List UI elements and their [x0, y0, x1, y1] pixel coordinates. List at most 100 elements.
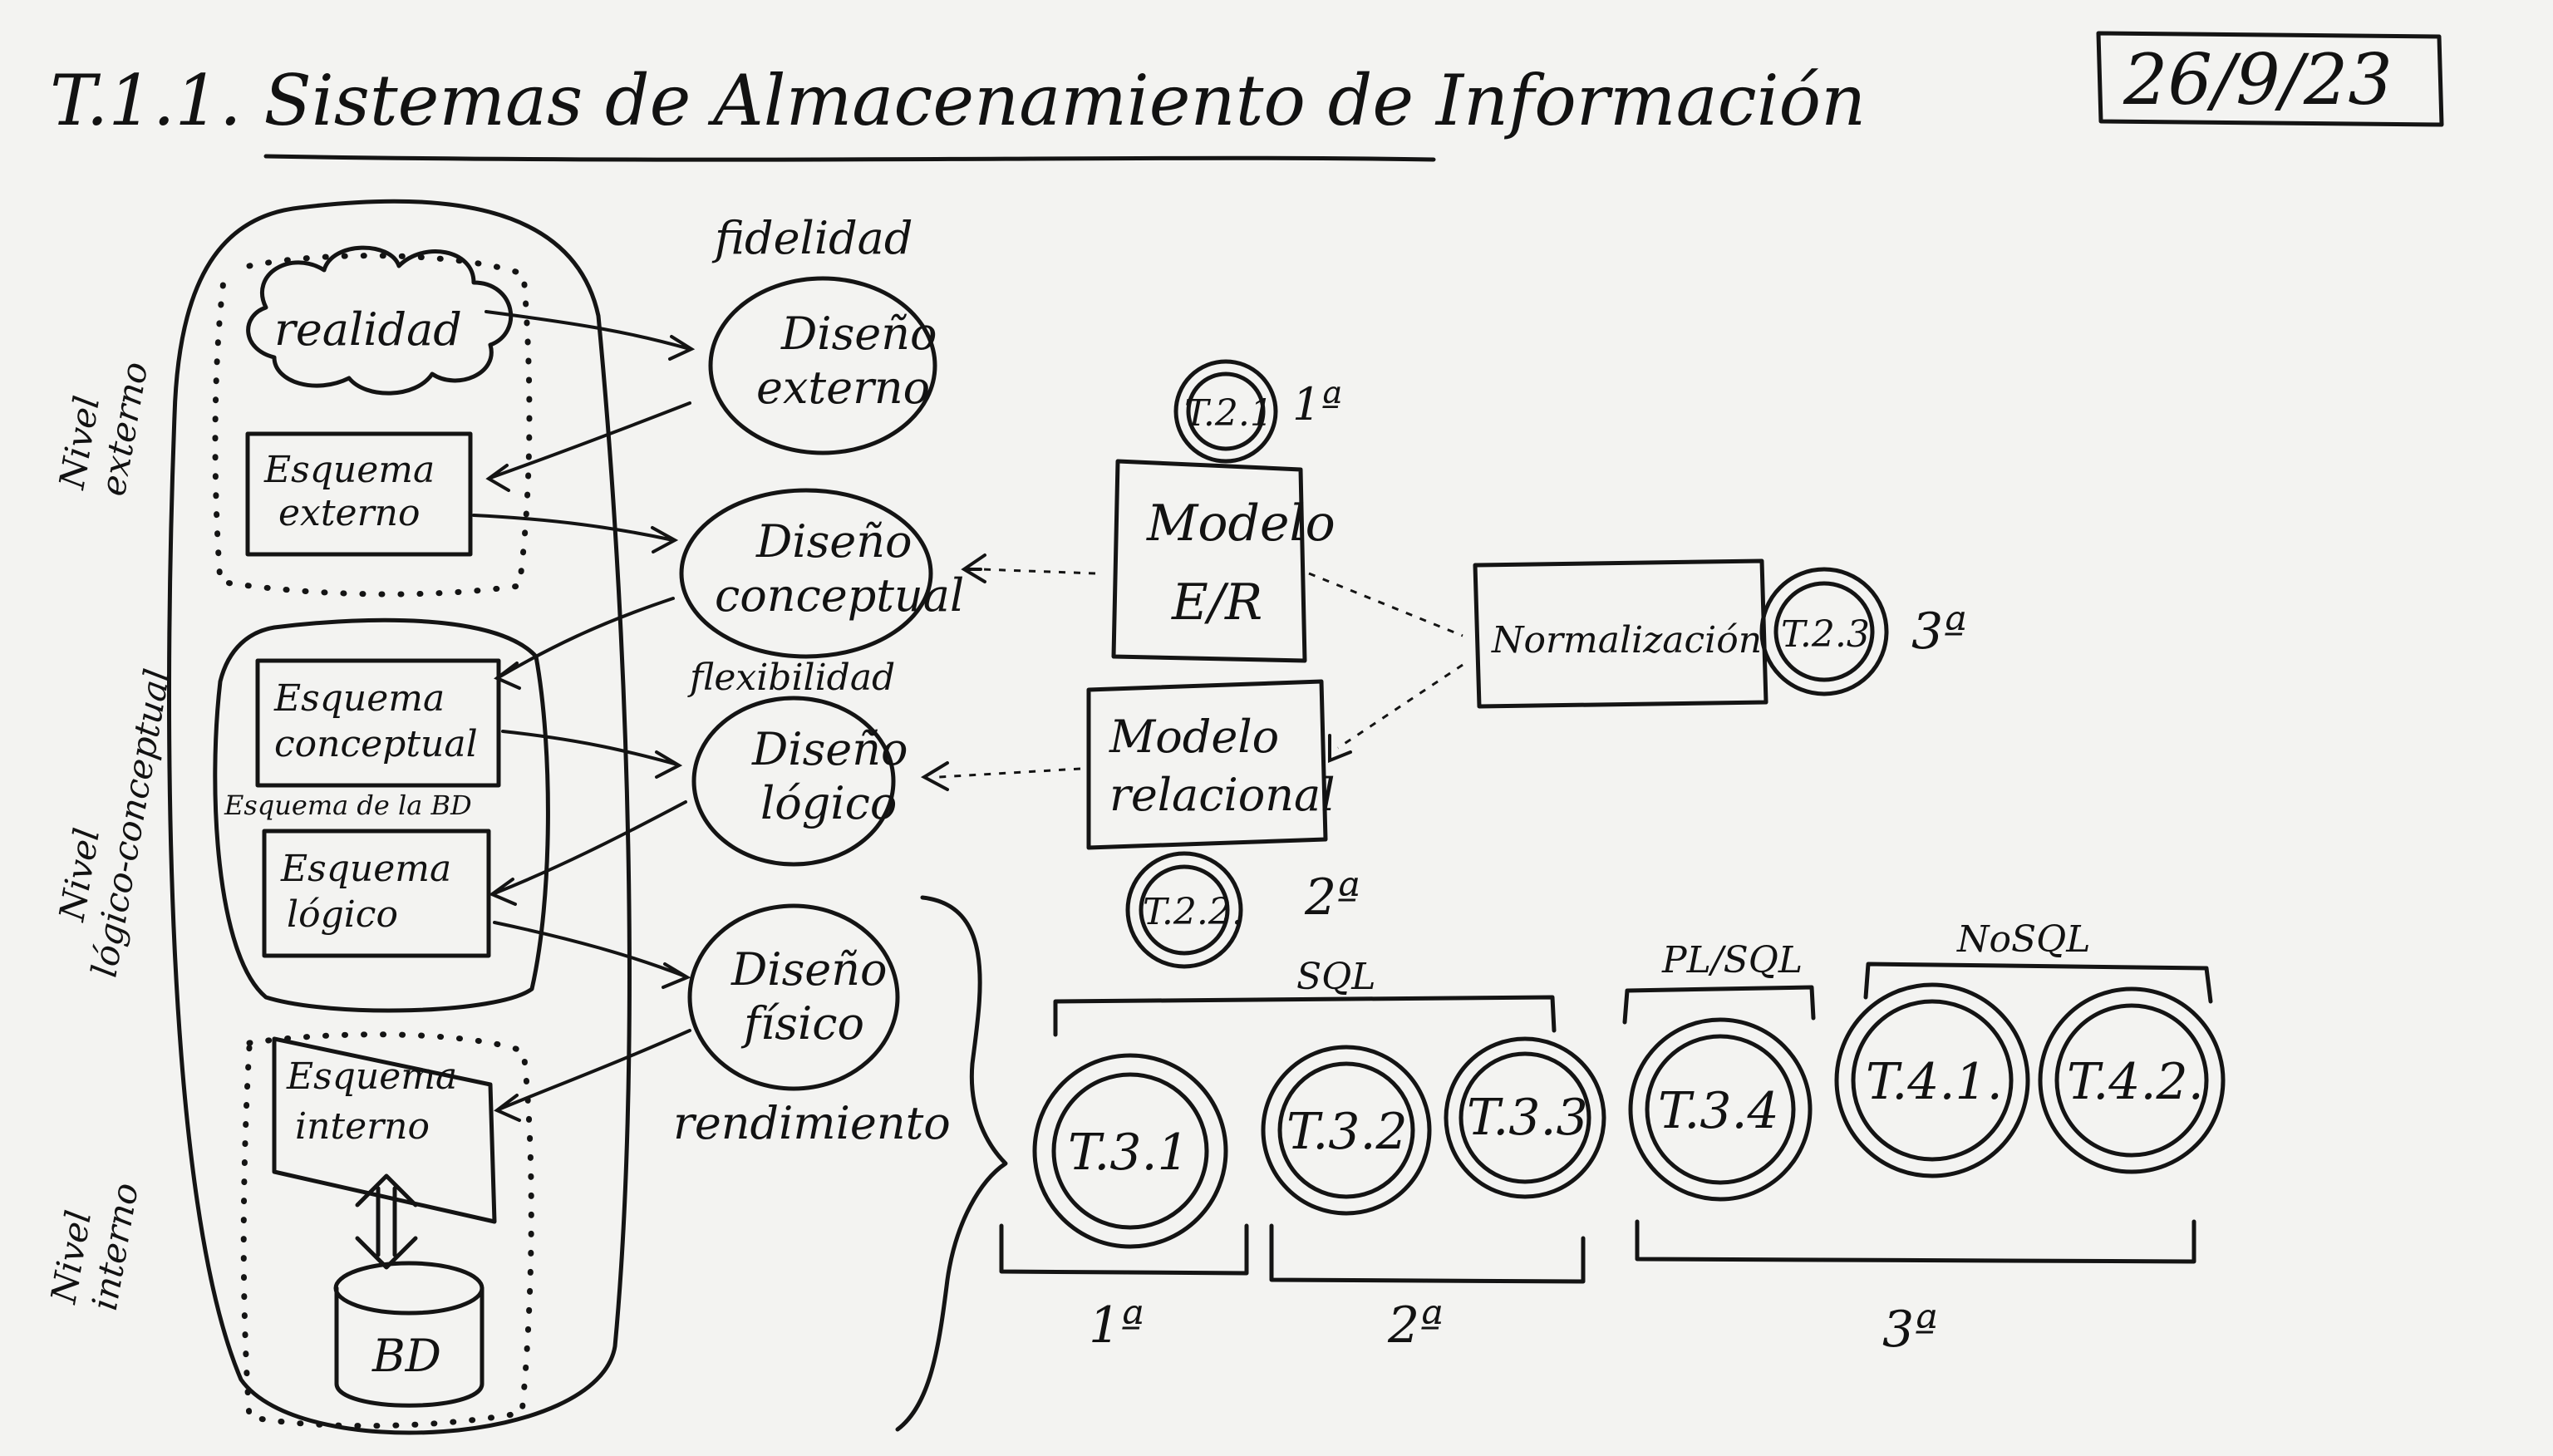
unit-circle-inner-3 [1459, 1051, 1591, 1184]
unit-circle-outer-2 [1261, 1045, 1432, 1216]
unit-circle-outer-3 [1444, 1036, 1606, 1199]
link-normalizacion-to-relacional [1337, 663, 1463, 750]
diseno-fisico-line2: físico [740, 997, 864, 1050]
date-box [2096, 31, 2444, 127]
unit-label-3: T.3.3 [1467, 1089, 1588, 1147]
page-title: T.1.1. Sistemas de Almacenamiento de Inf… [50, 60, 1866, 141]
modelo-er-line2: E/R [1171, 573, 1262, 632]
diseno-externo-line1: Diseño [780, 307, 937, 360]
arrowhead-er-conceptual [961, 553, 986, 583]
arrowhead-relacional-logico [920, 761, 949, 791]
link-relacional-to-logico [938, 767, 1081, 779]
arrow-esquema-conceptual-to-logico [501, 730, 683, 779]
date: 26/9/23 [2123, 39, 2393, 121]
t22-order: 2ª [1304, 868, 1360, 927]
t22-label: T.2.2. [1143, 891, 1243, 933]
eval3-label: 3ª [1882, 1301, 1938, 1359]
modelo-er-box [1111, 459, 1307, 663]
level-logical-label: Nivel lógico-conceptual [51, 666, 177, 980]
diseno-conceptual-line2: conceptual [715, 569, 964, 622]
esquema-conceptual-line2: conceptual [274, 723, 478, 765]
fidelidad-label: fidelidad [711, 212, 912, 264]
esquema-interno-line2: interno [295, 1105, 430, 1148]
arrow-fisico-to-esquema-interno [494, 1029, 691, 1122]
diseno-logico-line1: Diseño [751, 723, 908, 775]
t21-label: T.2.1 [1184, 392, 1273, 435]
t23-inner-circle [1773, 581, 1875, 682]
unit-circle-outer-5 [1834, 982, 2030, 1178]
unit-circle-outer-1 [1032, 1053, 1228, 1249]
t21-order: 1ª [1292, 378, 1342, 430]
diseno-fisico-ellipse [687, 903, 900, 1091]
esquema-externo-line1: Esquema [263, 449, 435, 491]
title-underline [263, 154, 1436, 162]
esquema-externo-line2: externo [278, 492, 420, 534]
sql-label: SQL [1296, 956, 1375, 998]
eval3-bracket [1635, 1219, 2196, 1264]
esquema-bd-label: Esquema de la BD [224, 789, 472, 821]
esquema-externo-box [245, 431, 473, 557]
t22-outer-circle [1125, 851, 1243, 969]
eval2-bracket [1269, 1223, 1586, 1284]
unit-circle-inner-4 [1645, 1034, 1796, 1185]
modelo-relacional-box [1086, 679, 1328, 850]
link-er-to-normalizacion [1308, 572, 1463, 637]
unit-label-2: T.3.2 [1286, 1103, 1408, 1161]
rendimiento-label: rendimiento [673, 1097, 951, 1149]
esquema-logico-line1: Esquema [280, 848, 451, 890]
eval2-label: 2ª [1387, 1296, 1444, 1355]
realidad-label: realidad [274, 303, 462, 356]
unit-circle-outer-6 [2038, 986, 2226, 1174]
unit-label-6: T.4.2. [2067, 1053, 2204, 1111]
diseno-logico-line2: lógico [760, 777, 897, 829]
diseno-logico-ellipse [691, 696, 896, 867]
esquema-interno-box [272, 1036, 497, 1224]
t22-inner-circle [1139, 864, 1230, 956]
esquema-logico-line2: lógico [287, 893, 398, 936]
diseno-externo-ellipse [708, 276, 937, 455]
unit-circle-inner-5 [1851, 999, 2014, 1162]
diseno-conceptual-ellipse [679, 488, 933, 659]
arrow-esquema-logico-to-fisico [493, 921, 691, 989]
modelo-relacional-line1: Modelo [1109, 711, 1279, 763]
modelo-er-line1: Modelo [1146, 494, 1336, 553]
unit-circle-outer-4 [1628, 1017, 1813, 1202]
esquema-logico-box [262, 829, 491, 958]
big-brace [895, 895, 1008, 1432]
plsql-label: PL/SQL [1661, 939, 1803, 981]
arrow-logico-to-esquema [488, 800, 687, 906]
nosql-label: NoSQL [1956, 918, 2090, 961]
esquema-conceptual-box [255, 658, 501, 788]
bd-cylinder-top [333, 1261, 485, 1316]
t23-order: 3ª [1911, 603, 1967, 661]
bd-cylinder-body [334, 1286, 485, 1408]
realidad-cloud [246, 245, 514, 396]
esquema-conceptual-line1: Esquema [273, 677, 445, 720]
external-dotted-group [212, 253, 533, 598]
unit-label-5: T.4.1. [1866, 1053, 2003, 1111]
unit-circle-inner-6 [2054, 1003, 2209, 1158]
unit-circle-inner-1 [1051, 1072, 1209, 1230]
logical-group [213, 617, 550, 1013]
link-er-to-conceptual [980, 568, 1096, 575]
level-external-label: Nivel externo [51, 359, 155, 499]
unit-label-1: T.3.1 [1068, 1124, 1189, 1182]
normalizacion-box [1473, 558, 1768, 709]
arrow-conceptual-to-esquema [494, 597, 675, 690]
arrow-realidad-to-diseno-externo [485, 310, 696, 361]
plsql-bracket [1622, 985, 1816, 1025]
level-logical-line2: lógico-conceptual [83, 666, 177, 980]
double-arrow-icon [355, 1173, 418, 1270]
sql-bracket [1053, 995, 1557, 1037]
arrow-diseno-externo-to-esquema [485, 401, 691, 492]
normalizacion-label: Normalización [1491, 619, 1762, 662]
eval1-label: 1ª [1089, 1296, 1144, 1355]
diseno-externo-line2: externo [756, 362, 930, 414]
t23-outer-circle [1759, 567, 1889, 696]
t23-label: T.2.3 [1781, 613, 1870, 656]
diseno-fisico-line1: Diseño [730, 943, 888, 996]
arrow-esquema-externo-to-conceptual [472, 514, 679, 553]
nosql-bracket [1863, 962, 2213, 1004]
